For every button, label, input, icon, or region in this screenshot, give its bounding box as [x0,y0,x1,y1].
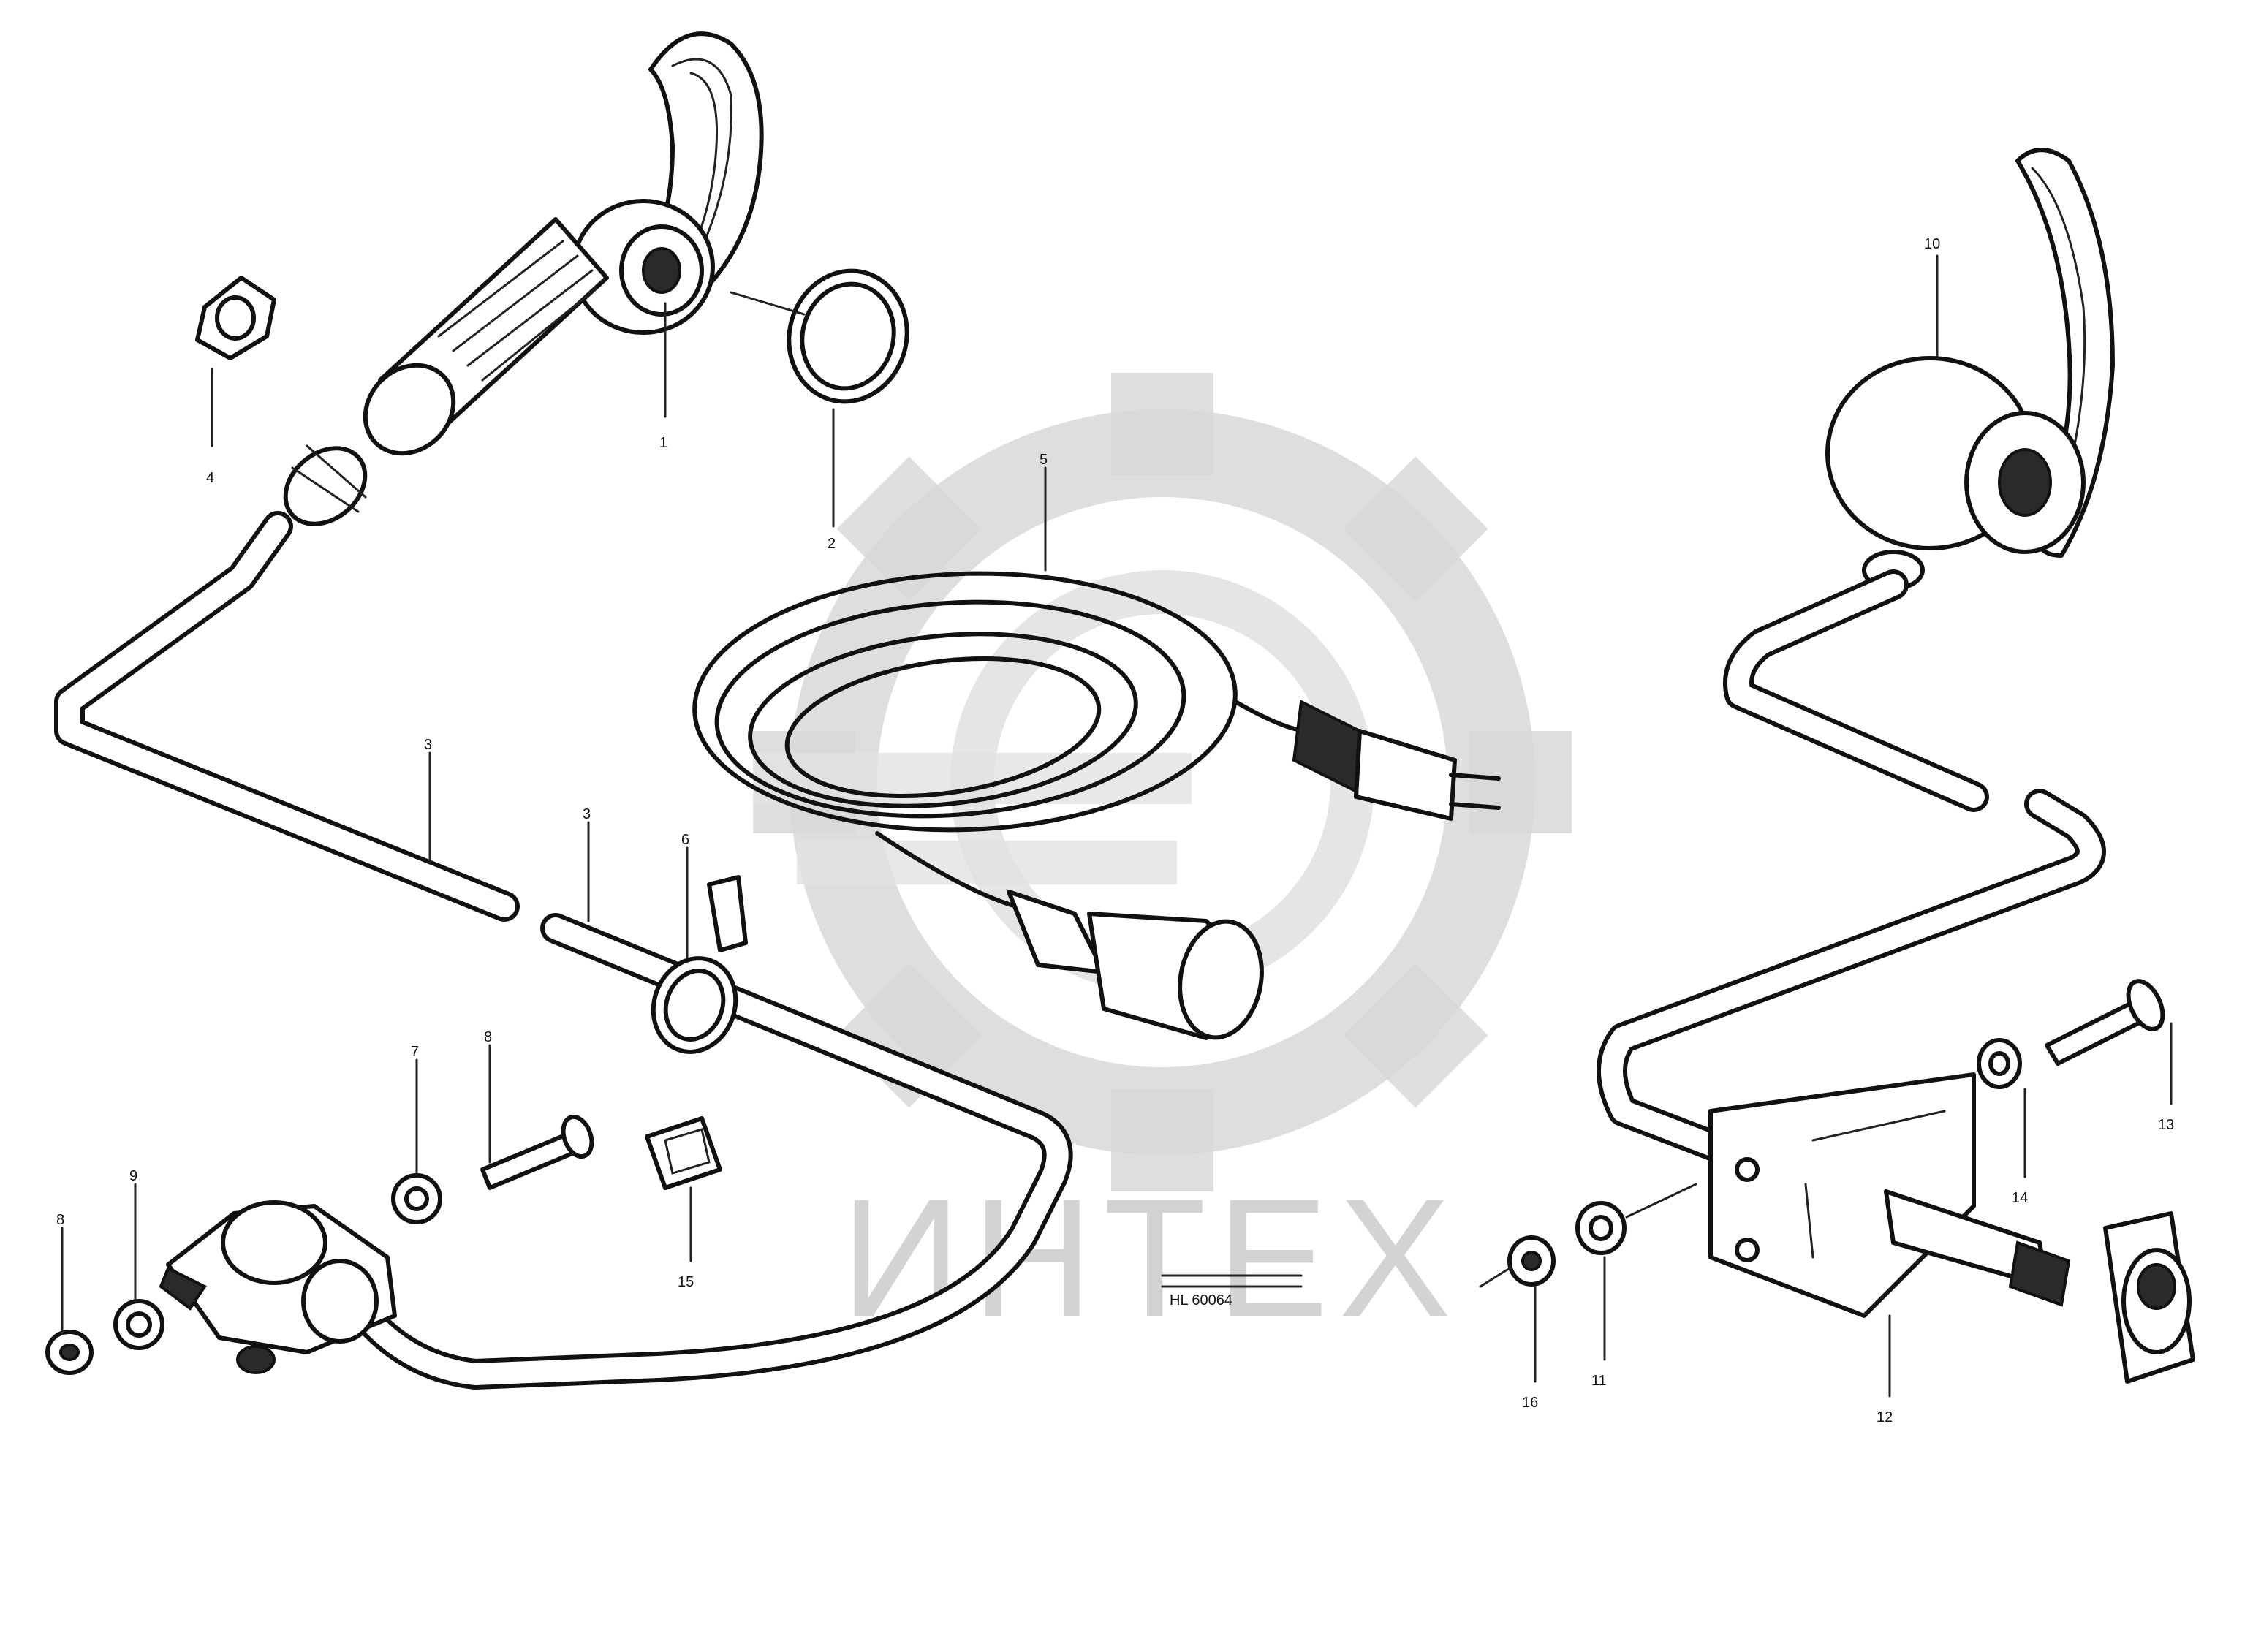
lever-handle-right [1825,148,2115,591]
washer-nut-group-right [1507,1038,2022,1287]
nut-part [195,276,276,360]
lever-handle-left [572,31,764,335]
cable-right [1597,569,2106,1163]
washer-nut-group-left [45,1173,442,1375]
mounting-bracket-right [1708,1072,1976,1318]
leader-lines [61,254,2173,1398]
callout-label: 13 [2158,1117,2174,1133]
plug-female [1007,890,1264,1040]
socket-right [1884,1189,2195,1384]
clip-part [645,1116,722,1190]
screw-left [480,1114,594,1190]
cable-left [54,511,1073,1390]
callout-label: 15 [678,1274,694,1290]
callout-label: 6 [681,832,689,848]
callout-label: 7 [411,1044,419,1060]
plug-male [1292,699,1501,821]
socket-housing-left [159,1200,397,1374]
callout-label: 2 [828,536,836,552]
callout-label: 4 [206,470,214,486]
callout-label: 1 [659,435,667,451]
screw-right [2045,979,2165,1066]
cable-clamp [651,875,748,1054]
reference-label: HL 60064 [1161,1274,1303,1308]
callout-label: 8 [484,1029,492,1045]
callout-label: 11 [1591,1373,1607,1389]
reference-code: HL 60064 [1170,1292,1232,1308]
connector-body-left [283,217,609,526]
callout-label: 14 [2012,1190,2028,1206]
callout-label: 5 [1040,452,1048,468]
o-ring-top [787,268,909,404]
callout-label: 12 [1877,1409,1893,1425]
callout-label: 3 [424,737,432,753]
callout-labels: 1 2 3 3 4 5 6 7 8 8 9 10 11 12 13 14 15 … [56,236,2174,1425]
callout-label: 9 [129,1168,137,1184]
callout-label: 8 [56,1212,64,1228]
callout-label: 10 [1924,236,1940,252]
callout-label: 3 [583,806,591,822]
callout-label: 16 [1522,1395,1538,1411]
extension-cord [692,571,1311,909]
